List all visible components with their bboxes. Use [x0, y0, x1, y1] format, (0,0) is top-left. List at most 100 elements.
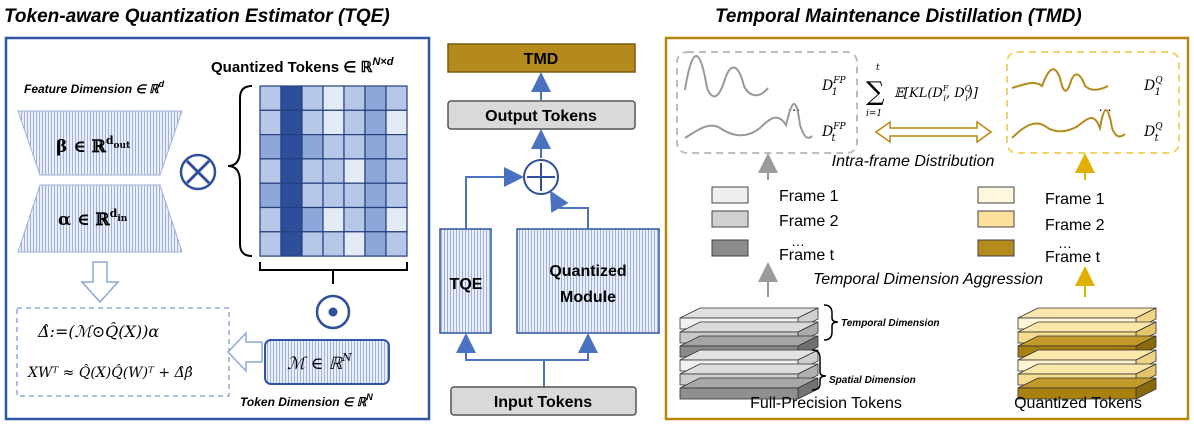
q-tokens-label: Quantized Tokens [1014, 395, 1142, 412]
spatial-dimension-label: Spatial Dimension [829, 375, 916, 386]
fp-token-slab-top [679, 307, 819, 319]
fp-frame-ellipsis: … [791, 233, 805, 249]
q-frame-t-rect [977, 239, 1015, 257]
grid-cell [343, 134, 366, 160]
spatial-brace [811, 349, 827, 391]
intra-frame-label: Intra-frame Distribution [832, 153, 995, 170]
tmd-panel-border [664, 36, 1190, 421]
grid-cell [322, 182, 345, 209]
input-tokens-box [450, 386, 637, 416]
grid-cell [322, 109, 345, 136]
mask-box [264, 339, 390, 385]
grid-cell [301, 85, 324, 111]
grid-cell [343, 158, 366, 184]
grid-cell [385, 158, 408, 184]
fp-token-slab-top [679, 363, 819, 375]
hadamard-icon [315, 294, 351, 330]
q-frame-2: Frame 2 [1045, 217, 1105, 234]
quantized-tokens-grid [259, 85, 408, 257]
grid-cell [259, 158, 282, 184]
q-ellipsis: … [1098, 98, 1112, 114]
q-frame-1: Frame 1 [1045, 191, 1105, 208]
fp-curve-t [684, 103, 813, 139]
q-token-slab-top [1017, 349, 1157, 361]
fp-frame-t-rect [711, 239, 749, 257]
grid-cell [364, 182, 387, 209]
left-hollow-arrow [226, 331, 263, 373]
grid-cell [280, 206, 303, 233]
temporal-dimension-label: Temporal Dimension [841, 318, 940, 329]
q-frame-t: Frame t [1045, 249, 1101, 266]
grid-cell [364, 85, 387, 111]
grid-cell [322, 158, 345, 184]
grid-cell [364, 206, 387, 233]
grid-cell [301, 206, 324, 233]
temporal-aggression-label: Temporal Dimension Aggression [813, 271, 1043, 288]
grid-bottom-bracket [259, 262, 408, 271]
grid-cell [280, 158, 303, 184]
quantized-module-label-2: Module [560, 289, 616, 306]
q-token-slab-top [1017, 363, 1157, 375]
q-token-slab-top [1017, 335, 1157, 347]
q-token-slab-top [1017, 321, 1157, 333]
grid-cell [343, 109, 366, 136]
grid-cell [322, 134, 345, 160]
grid-cell [343, 231, 366, 257]
q-curve-1 [1011, 68, 1109, 92]
grid-cell [280, 231, 303, 257]
quantized-tokens-label: Quantized Tokens ∈ ℝN×d [211, 56, 394, 76]
fp-token-slab-top [679, 335, 819, 347]
multiply-icon [179, 153, 217, 191]
grid-cell [385, 134, 408, 160]
sum-symbol: ∑ [866, 77, 885, 107]
fp-tokens-label: Full-Precision Tokens [750, 395, 902, 412]
fp-frame-2-rect [711, 210, 749, 228]
grid-cell [364, 134, 387, 160]
q-token-slab-top [1017, 377, 1157, 389]
q-token-slab-front [1017, 387, 1137, 400]
down-hollow-arrow [80, 261, 120, 304]
fp-curve-1 [684, 55, 769, 98]
tqe-panel-border [4, 36, 431, 421]
tmd-box-label: TMD [524, 51, 559, 68]
grid-cell [385, 109, 408, 136]
beta-trapezoid [17, 110, 183, 176]
fp-token-slab-top [679, 321, 819, 333]
q-token-stack [1017, 307, 1157, 400]
grid-cell [322, 206, 345, 233]
beta-label: β ∈ ℝdout [56, 134, 131, 157]
grid-cell [301, 158, 324, 184]
fp-token-slab-top [679, 377, 819, 389]
fp-token-slab-front [679, 387, 799, 400]
grid-cell [301, 134, 324, 160]
fp-token-slab-top [679, 349, 819, 361]
grid-cell [364, 231, 387, 257]
q-frame-1-rect [977, 186, 1015, 204]
grid-cell [385, 182, 408, 209]
grid-cell [322, 85, 345, 111]
temporal-brace [823, 304, 839, 341]
grid-cell [280, 182, 303, 209]
mask-label: ℳ ∈ ℝN [287, 351, 352, 374]
quantized-module-box [516, 228, 660, 334]
sum-lower: i=1 [866, 109, 882, 119]
grid-cell [259, 134, 282, 160]
grid-cell [280, 134, 303, 160]
fp-frame-1: Frame 1 [779, 188, 839, 205]
alpha-trapezoid [17, 184, 183, 253]
grid-cell [343, 182, 366, 209]
grid-cell [259, 206, 282, 233]
grid-cell [259, 182, 282, 209]
grid-cell [259, 85, 282, 111]
grid-cell [301, 231, 324, 257]
quantized-module-label-1: Quantized [549, 263, 626, 280]
q-frame-ellipsis: … [1058, 235, 1072, 251]
token-dimension-label: Token Dimension ∈ ℝN [240, 392, 373, 409]
fp-frame-t: Frame t [779, 247, 835, 264]
grid-cell [259, 109, 282, 136]
